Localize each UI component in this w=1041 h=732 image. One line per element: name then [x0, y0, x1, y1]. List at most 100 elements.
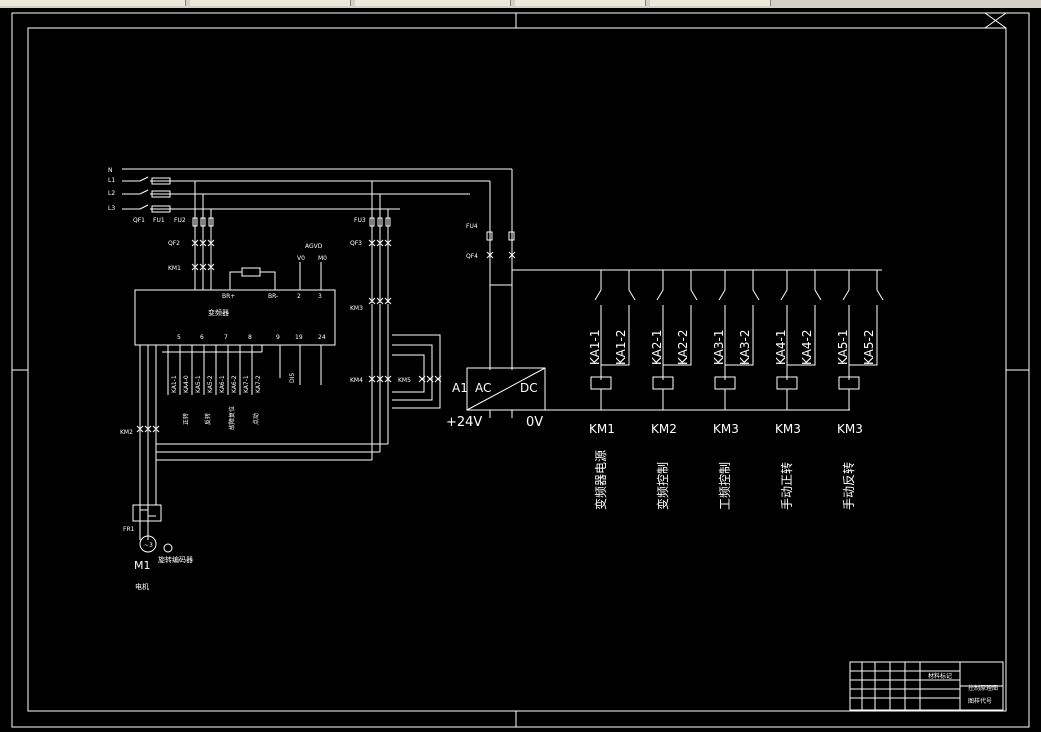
fn-reset: 故障复位 — [228, 406, 236, 430]
v0-label: V0 — [297, 255, 305, 262]
title-material: 材料标记 — [928, 672, 952, 680]
relay-contact-b: KA3-2 — [738, 330, 752, 365]
fn-jog: 点动 — [252, 413, 260, 425]
relay-contact-a: KA1-1 — [588, 330, 602, 365]
rc-6: KA7-1 — [243, 375, 250, 393]
fr1-label: FR1 — [123, 526, 135, 533]
relay-description: 工频控制 — [718, 462, 732, 510]
title-project: 控制原理图 — [968, 684, 998, 692]
svg-text:~3: ~3 — [144, 542, 153, 549]
ps-0v: 0V — [526, 415, 543, 430]
line-label-l1: L1 — [108, 177, 115, 184]
relay-contact-b: KA1-2 — [614, 330, 628, 365]
relay-coil-label: KM2 — [651, 422, 677, 436]
line-label-l3: L3 — [108, 205, 115, 212]
toolbar-tab-1[interactable] — [0, 0, 186, 6]
term-24: 24 — [318, 334, 326, 341]
rc-1: KA4-0 — [183, 375, 190, 393]
bypass-feed: FU3 QF3 KM3 KM4 KM5 — [350, 217, 442, 460]
qf2-label: QF2 — [168, 240, 180, 247]
inverter-feed: FU2 QF2 KM1 — [168, 217, 215, 272]
line-label-l2: L2 — [108, 190, 115, 197]
relay-contact-labels: KA1-1 KA4-0 KA5-1 KA5-2 KA6-1 KA6-2 KA7-… — [171, 373, 296, 393]
km2-label: KM2 — [120, 429, 133, 436]
toolbar-tab-4[interactable] — [515, 0, 646, 6]
motor-caption: 电机 — [135, 582, 149, 591]
relay-description: 手动正转 — [779, 462, 794, 510]
relay-description: 变频器电源 — [593, 450, 608, 510]
line-label-n: N — [108, 167, 113, 174]
relay-coil-label: KM3 — [713, 422, 739, 436]
rc-2: KA5-1 — [195, 375, 202, 393]
br-minus-label: BR- — [268, 293, 278, 300]
rc-7: KA7-2 — [255, 375, 262, 393]
title-block: 材料标记 控制原理图 图样代号 — [849, 661, 1004, 711]
fu4-label: FU4 — [466, 223, 478, 230]
encoder-label: 旋转编码器 — [158, 555, 193, 564]
relay-contact-a: KA3-1 — [712, 330, 726, 365]
m0-label: M0 — [318, 255, 327, 262]
term-3: 3 — [318, 293, 322, 300]
relay-coil-label: KM3 — [837, 422, 863, 436]
rc-0: KA1-1 — [171, 375, 178, 393]
ps-dc: DC — [520, 381, 538, 395]
relay-contact-a: KA4-1 — [774, 330, 788, 365]
relay-coil-label: KM1 — [589, 422, 615, 436]
fu2-label: FU2 — [174, 217, 186, 224]
fn-reverse: 反转 — [204, 413, 212, 425]
toolbar-tab-5[interactable] — [650, 0, 771, 6]
relay-contact-a: KA5-1 — [836, 330, 850, 365]
term-19: 19 — [295, 334, 303, 341]
qf3-label: QF3 — [350, 240, 362, 247]
relay-description: 变频控制 — [655, 462, 670, 510]
motor-icon[interactable] — [139, 535, 157, 553]
fu1-label: FU1 — [153, 217, 165, 224]
km5-label: KM5 — [398, 377, 411, 384]
encoder-icon — [163, 543, 173, 553]
relay-contact-b: KA4-2 — [800, 330, 814, 365]
ps-a1: A1 — [452, 381, 468, 395]
qf4-label: QF4 — [466, 253, 478, 260]
relay-contact-b: KA2-2 — [676, 330, 690, 365]
rc-5: KA6-2 — [231, 375, 238, 393]
motor-circuit: KM2 FR1 ~3 旋转编码器 M1 电机 — [120, 345, 388, 591]
toolbar-tab-2[interactable] — [190, 0, 351, 6]
app-toolbar-strip — [0, 0, 1041, 8]
fu3-label: FU3 — [354, 217, 366, 224]
title-drawing-no: 图样代号 — [968, 697, 992, 705]
rc-4: KA6-1 — [219, 375, 226, 393]
sheet-frame — [11, 12, 1030, 728]
ps-24v: +24V — [446, 415, 482, 430]
m1-label: M1 — [134, 559, 151, 572]
drawing-canvas[interactable]: N L1 L2 L3 QF1 FU1 FU2 QF2 KM1 FU3 — [0, 8, 1041, 732]
term-6: 6 — [200, 334, 204, 341]
term-2: 2 — [297, 293, 301, 300]
term-9: 9 — [276, 334, 280, 341]
inverter-block[interactable]: 变频器 BR+ BR- 2 3 AGVD V0 M0 5 6 7 8 9 19 … — [134, 243, 336, 430]
toolbar-tab-3[interactable] — [355, 0, 511, 6]
relay-coil-label: KM3 — [775, 422, 801, 436]
km4-label: KM4 — [350, 377, 363, 384]
power-bus: N L1 L2 L3 QF1 FU1 — [108, 167, 513, 303]
di5-label: DI5 — [289, 373, 296, 383]
fn-forward: 正转 — [182, 413, 190, 425]
control-supply: FU4 QF4 — [466, 223, 882, 370]
relay-contact-b: KA5-2 — [862, 330, 876, 365]
power-supply-unit[interactable]: A1 AC DC +24V 0V — [446, 367, 850, 430]
relay-contact-a: KA2-1 — [650, 330, 664, 365]
agvd-label: AGVD — [305, 243, 323, 250]
term-8: 8 — [248, 334, 252, 341]
qf1-label: QF1 — [133, 217, 145, 224]
km1-label: KM1 — [168, 265, 181, 272]
rc-3: KA5-2 — [207, 375, 214, 393]
inverter-title: 变频器 — [208, 308, 229, 317]
km3-label: KM3 — [350, 305, 363, 312]
term-5: 5 — [177, 334, 181, 341]
br-plus-label: BR+ — [222, 293, 235, 300]
relay-description: 手动反转 — [841, 462, 856, 510]
